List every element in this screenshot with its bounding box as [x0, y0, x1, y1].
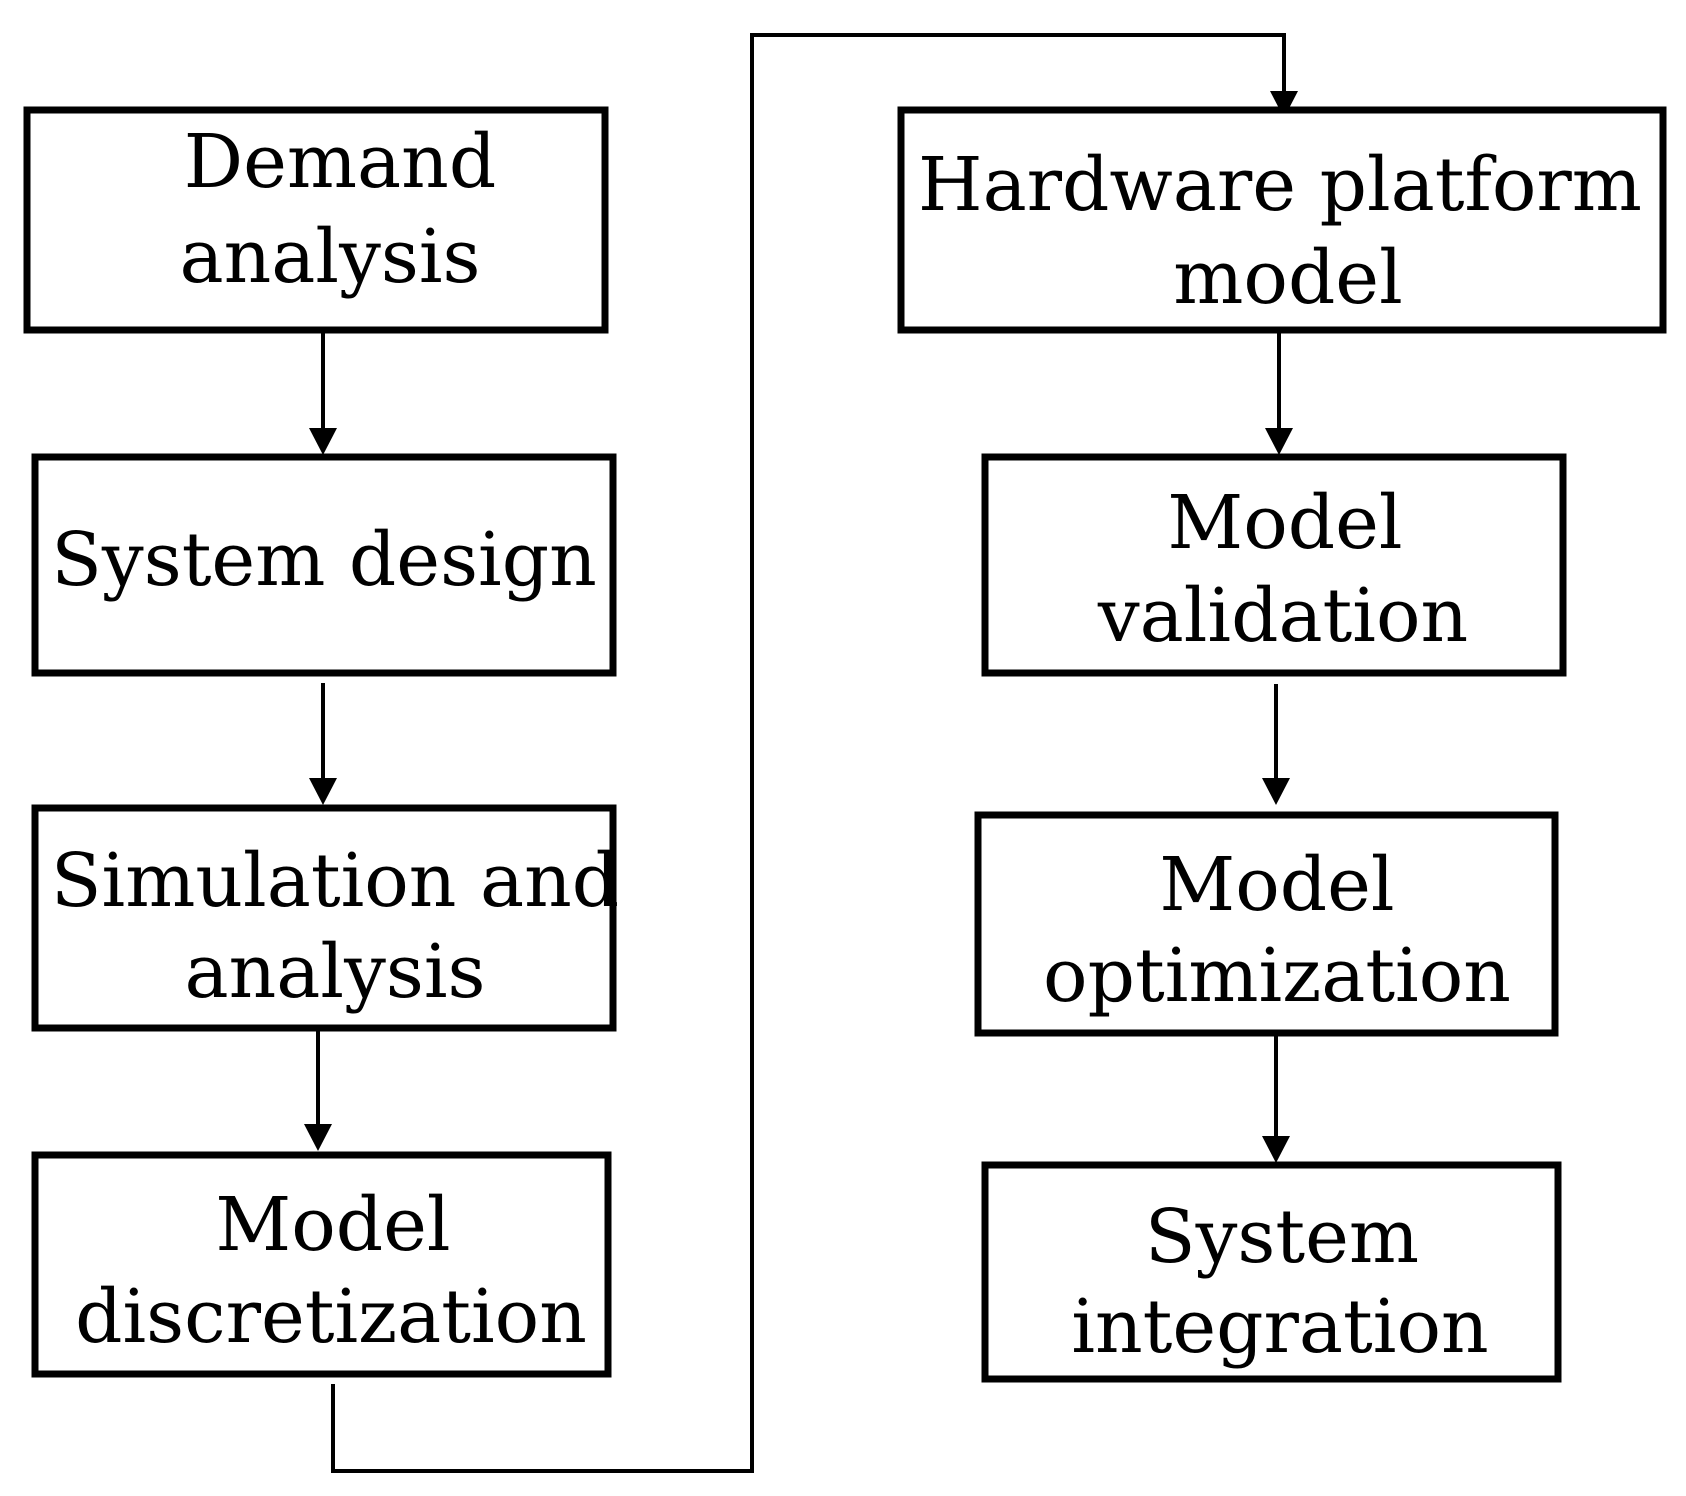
node-label-line: Demand — [184, 119, 496, 205]
node-label-line: analysis — [185, 929, 486, 1015]
node-box — [981, 453, 1567, 677]
node-model-discretization: Model discretization — [31, 1151, 612, 1378]
arrowhead-hardware — [1270, 91, 1298, 118]
node-box — [23, 106, 609, 334]
node-demand-analysis: Demand analysis — [23, 106, 609, 334]
edge-discretization-to-hardware — [331, 33, 1286, 1473]
node-label-line: validation — [1097, 573, 1468, 659]
node-label-line: integration — [1071, 1284, 1488, 1370]
arrowhead-validation — [1265, 428, 1293, 455]
node-simulation-and-analysis: Simulation and analysis — [31, 804, 619, 1032]
arrowhead-discretization — [304, 1124, 332, 1151]
node-label-line: model — [1173, 235, 1403, 321]
arrowhead-simulation — [309, 778, 337, 805]
node-label-line: Model — [1159, 842, 1394, 928]
node-label-line: discretization — [75, 1274, 587, 1360]
node-model-optimization: Model optimization — [974, 811, 1559, 1037]
arrowhead-optimization — [1262, 778, 1290, 805]
node-label-line: Hardware platform — [918, 142, 1642, 228]
node-box — [897, 106, 1667, 334]
arrowhead-integration — [1262, 1136, 1290, 1163]
arrowhead-system-design — [309, 428, 337, 455]
node-model-validation: Model validation — [981, 453, 1567, 677]
node-label-line: System design — [51, 517, 597, 603]
node-hardware-platform-model: Hardware platform model — [897, 106, 1667, 334]
connectors — [304, 33, 1298, 1473]
node-system-integration: System integration — [981, 1161, 1562, 1383]
node-box — [31, 453, 617, 677]
node-label-line: analysis — [180, 214, 481, 300]
node-label-line: Simulation and — [51, 838, 619, 924]
node-label-line: Model — [215, 1182, 450, 1268]
node-box — [31, 1151, 612, 1378]
node-box — [31, 804, 617, 1032]
node-label-line: Model — [1167, 480, 1402, 566]
node-label-line: optimization — [1043, 933, 1511, 1019]
node-label-line: System — [1145, 1194, 1419, 1280]
node-box — [981, 1161, 1562, 1383]
node-box — [974, 811, 1559, 1037]
node-system-design: System design — [31, 453, 617, 677]
